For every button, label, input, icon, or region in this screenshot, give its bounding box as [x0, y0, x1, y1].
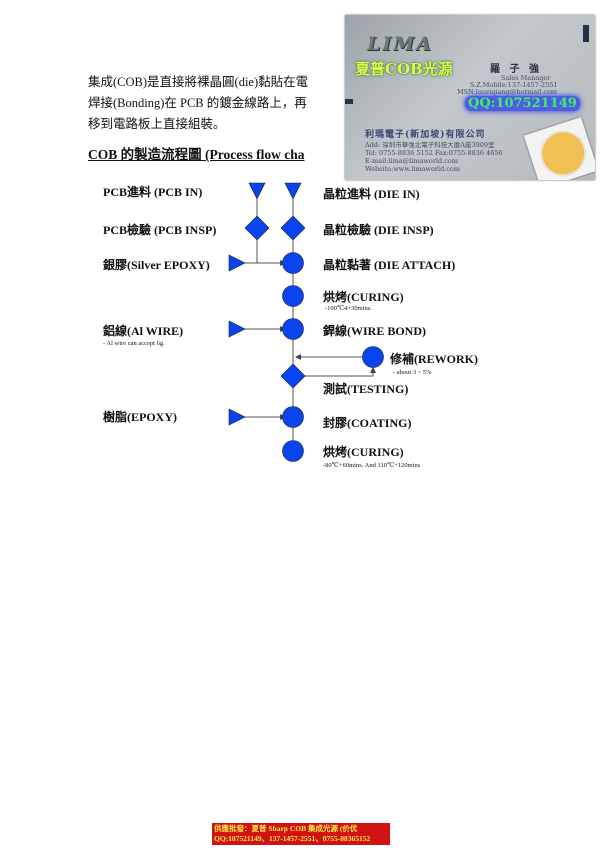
al-wire-triangle — [228, 320, 246, 338]
pcb-insp-diamond — [244, 215, 270, 241]
card-website: Website:www.limaworld.com — [365, 165, 461, 173]
label-testing: 測試(TESTING) — [323, 382, 409, 396]
die-insp-diamond — [280, 215, 306, 241]
footer-banner: 供應批發：夏普 Sharp COB 集成光源 (价优 QQ:107521149、… — [212, 823, 390, 845]
card-qq: QQ:107521149 — [465, 96, 580, 111]
card-mark — [583, 25, 589, 42]
card-logo: LIMA — [367, 33, 434, 55]
card-mobile: S.Z.Mobile:137-1457-2551 — [470, 81, 558, 89]
curing-circle-2 — [282, 440, 304, 462]
label-wire-bond: 銲線(WIRE BOND) — [323, 324, 427, 338]
label-rework: 修補(REWORK) — [390, 352, 478, 366]
label-curing: 烘烤(CURING) — [323, 290, 404, 304]
die-attach-circle — [282, 252, 304, 274]
card-title: Sales Manager — [501, 74, 551, 82]
intro-line-1: 集成(COB)是直接將裸晶圓(die)黏貼在電 — [88, 75, 309, 89]
wire-bond-circle — [282, 318, 304, 340]
card-mark — [345, 99, 353, 104]
card-address: Add: 深圳市華強北電子科技大廈A座3909室 — [365, 141, 495, 149]
coating-circle — [282, 406, 304, 428]
label-coating: 封膠(COATING) — [323, 416, 412, 430]
epoxy-triangle — [228, 408, 246, 426]
note-al-wire: - Al wire can accept 6g. — [103, 340, 165, 347]
note-rework: - about 3 ~ 5% — [393, 369, 432, 376]
rework-circle — [362, 346, 384, 368]
label-silver-epoxy: 銀膠(Silver EPOXY) — [103, 258, 210, 272]
card-brand: 夏普COB光源 — [355, 60, 453, 78]
testing-diamond — [280, 363, 306, 389]
label-die-attach: 晶粒黏著 (DIE ATTACH) — [323, 258, 456, 272]
pcb-in-triangle — [248, 182, 266, 200]
card-msn: MSN:luoziqiang@hotmail.com — [457, 88, 558, 96]
card-tel: Tel: 0755-8836 5152 Fax:0755-8836 4656 — [365, 149, 503, 157]
footer-line-1: 供應批發：夏普 Sharp COB 集成光源 (价优 — [214, 824, 358, 833]
label-die-insp: 晶粒檢驗 (DIE INSP) — [323, 223, 434, 237]
intro-line-2: 焊接(Bonding)在 PCB 的鍍金線路上，再 — [88, 96, 307, 110]
curing-circle — [282, 285, 304, 307]
card-name: 羅 子 強 — [490, 64, 542, 75]
label-curing-2: 烘烤(CURING) — [323, 445, 404, 459]
card-email: E-mail:lima@limaworld.com — [365, 157, 458, 165]
led-emitter — [534, 124, 593, 180]
label-epoxy: 樹脂(EPOXY) — [103, 410, 177, 424]
label-al-wire: 鋁線(Al WIRE) — [103, 324, 184, 338]
note-curing-2: -80℃+60mins. And 110℃+120mins — [323, 462, 421, 469]
silver-epoxy-triangle — [228, 254, 246, 272]
rework-arrow — [305, 367, 376, 377]
card-company: 利瑪電子(新加坡)有限公司 — [365, 130, 486, 140]
footer-line-2: QQ:107521149、137-1457-2551、0755-88365152 — [214, 834, 371, 843]
label-pcb-insp: PCB檢驗 (PCB INSP) — [103, 223, 217, 237]
note-curing: -100℃4+30mins. — [325, 305, 372, 312]
intro-line-3: 移到電路板上直接組裝。 — [88, 117, 226, 131]
business-card-image: LIMA 夏普COB光源 羅 子 強 Sales Manager S.Z.Mob… — [345, 15, 595, 180]
label-die-in: 晶粒進料 (DIE IN) — [323, 187, 420, 201]
section-heading: COB 的製造流程圖 (Process flow cha — [88, 147, 305, 162]
label-pcb-in: PCB進料 (PCB IN) — [103, 185, 203, 199]
cob-led-chip-image — [523, 117, 595, 180]
die-in-triangle — [284, 182, 302, 200]
